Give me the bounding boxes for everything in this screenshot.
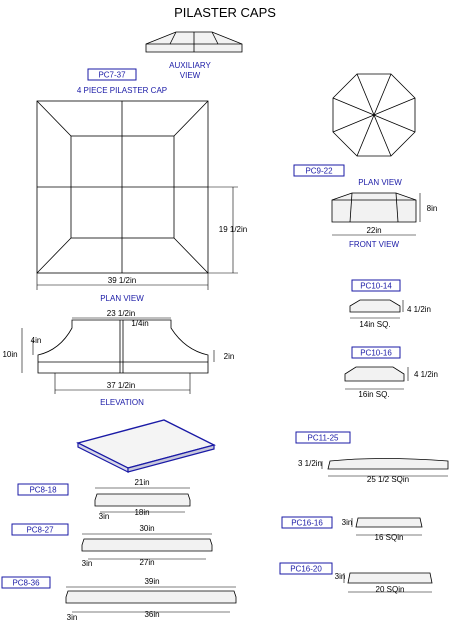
- pc16-16-width: 16 SQin: [375, 533, 404, 542]
- pc8-36-height: 3in: [67, 613, 78, 622]
- pc8-27-base: 27in: [139, 558, 154, 567]
- pc16-20-code-box: [279, 562, 333, 575]
- pc9-22-width: 22in: [366, 226, 381, 235]
- pc7-37-elevation-label: ELEVATION: [100, 398, 144, 407]
- pc9-22-plan-label: PLAN VIEW: [358, 178, 402, 187]
- pc11-25-drawing: [321, 458, 449, 477]
- pc8-18-top: 21in: [134, 478, 149, 487]
- pc8-27-top: 30in: [139, 524, 154, 533]
- pc16-20-height: 3in: [335, 572, 346, 581]
- pc9-22-front-label: FRONT VIEW: [349, 240, 400, 249]
- pc10-16-drawing: [344, 366, 409, 390]
- pc10-14-width: 14in SQ.: [359, 320, 390, 329]
- pc16-16-code: PC16-16: [291, 519, 323, 528]
- pc10-14-code-box: [351, 279, 401, 292]
- pc10-16-width: 16in SQ.: [358, 390, 389, 399]
- pc11-25-height: 3 1/2in: [298, 459, 322, 468]
- pc10-16-code-box: [351, 346, 401, 359]
- pc8-36-base: 36in: [144, 610, 159, 619]
- pc7-37-plan-height: 19 1/2in: [219, 225, 247, 234]
- pc7-37-height-10: 10in: [2, 350, 17, 359]
- pc7-37-plan-drawing: [36, 100, 238, 290]
- pc11-25-width: 25 1/2 SQin: [367, 475, 409, 484]
- pc16-16-code-box: [281, 516, 333, 529]
- pc11-25-code: PC11-25: [308, 434, 340, 443]
- pc10-14-drawing: [349, 299, 404, 319]
- pc9-22-code-box: [293, 164, 345, 177]
- pc8-18-height: 3in: [99, 512, 110, 521]
- pc8-27-code: PC8-27: [26, 526, 54, 535]
- pc9-22-front-drawing: [331, 192, 421, 236]
- pc7-37-edge-2: 2in: [224, 352, 235, 361]
- pc8-36-top: 39in: [144, 577, 159, 586]
- pc7-37-top-width: 23 1/2in: [107, 309, 135, 318]
- pc8-18-code: PC8-18: [29, 486, 57, 495]
- pc8-27-height: 3in: [82, 559, 93, 568]
- pc16-16-height: 3in: [342, 518, 353, 527]
- pc7-37-base-width: 37 1/2in: [107, 381, 135, 390]
- pc8-27-code-box: [11, 523, 69, 536]
- flat-cap-isometric-drawing: [76, 419, 216, 473]
- pc11-25-code-box: [295, 431, 351, 444]
- pc16-16-drawing: [351, 517, 423, 536]
- pc9-22-height: 8in: [427, 204, 438, 213]
- pc8-18-drawing: [94, 487, 191, 513]
- pc8-36-code: PC8-36: [12, 579, 40, 588]
- pc10-16-code: PC10-16: [360, 349, 392, 358]
- pc8-18-code-box: [17, 483, 69, 496]
- pc7-37-quarter: 1/4in: [131, 319, 148, 328]
- pc7-37-plan-view-label: PLAN VIEW: [100, 294, 144, 303]
- pc9-22-code: PC9-22: [305, 167, 333, 176]
- pc7-37-plan-width: 39 1/2in: [108, 276, 136, 285]
- pc10-14-code: PC10-14: [360, 282, 392, 291]
- sheet-title: PILASTER CAPS: [174, 5, 276, 20]
- pc8-36-code-box: [1, 576, 51, 589]
- auxiliary-label-1: AUXILIARY: [169, 61, 211, 70]
- pc9-22-plan-drawing: [332, 73, 416, 157]
- pc16-20-drawing: [343, 572, 433, 593]
- pc8-36-drawing: [65, 586, 237, 613]
- pc10-14-height: 4 1/2in: [407, 305, 431, 314]
- auxiliary-label-2: VIEW: [180, 71, 201, 80]
- pc8-27-drawing: [81, 533, 213, 560]
- pc16-20-width: 20 SQin: [376, 585, 405, 594]
- pc7-37-elevation-drawing: [21, 317, 215, 394]
- pc7-37-code: PC7-37: [98, 71, 126, 80]
- pc7-37-code-box: [87, 68, 137, 81]
- pc7-37-auxiliary-drawing: [145, 31, 243, 53]
- pc16-20-code: PC16-20: [290, 565, 322, 574]
- pc8-18-base: 18in: [134, 508, 149, 517]
- pc7-37-name: 4 PIECE PILASTER CAP: [77, 86, 167, 95]
- pc10-16-height: 4 1/2in: [414, 370, 438, 379]
- pc7-37-left-4: 4in: [31, 336, 42, 345]
